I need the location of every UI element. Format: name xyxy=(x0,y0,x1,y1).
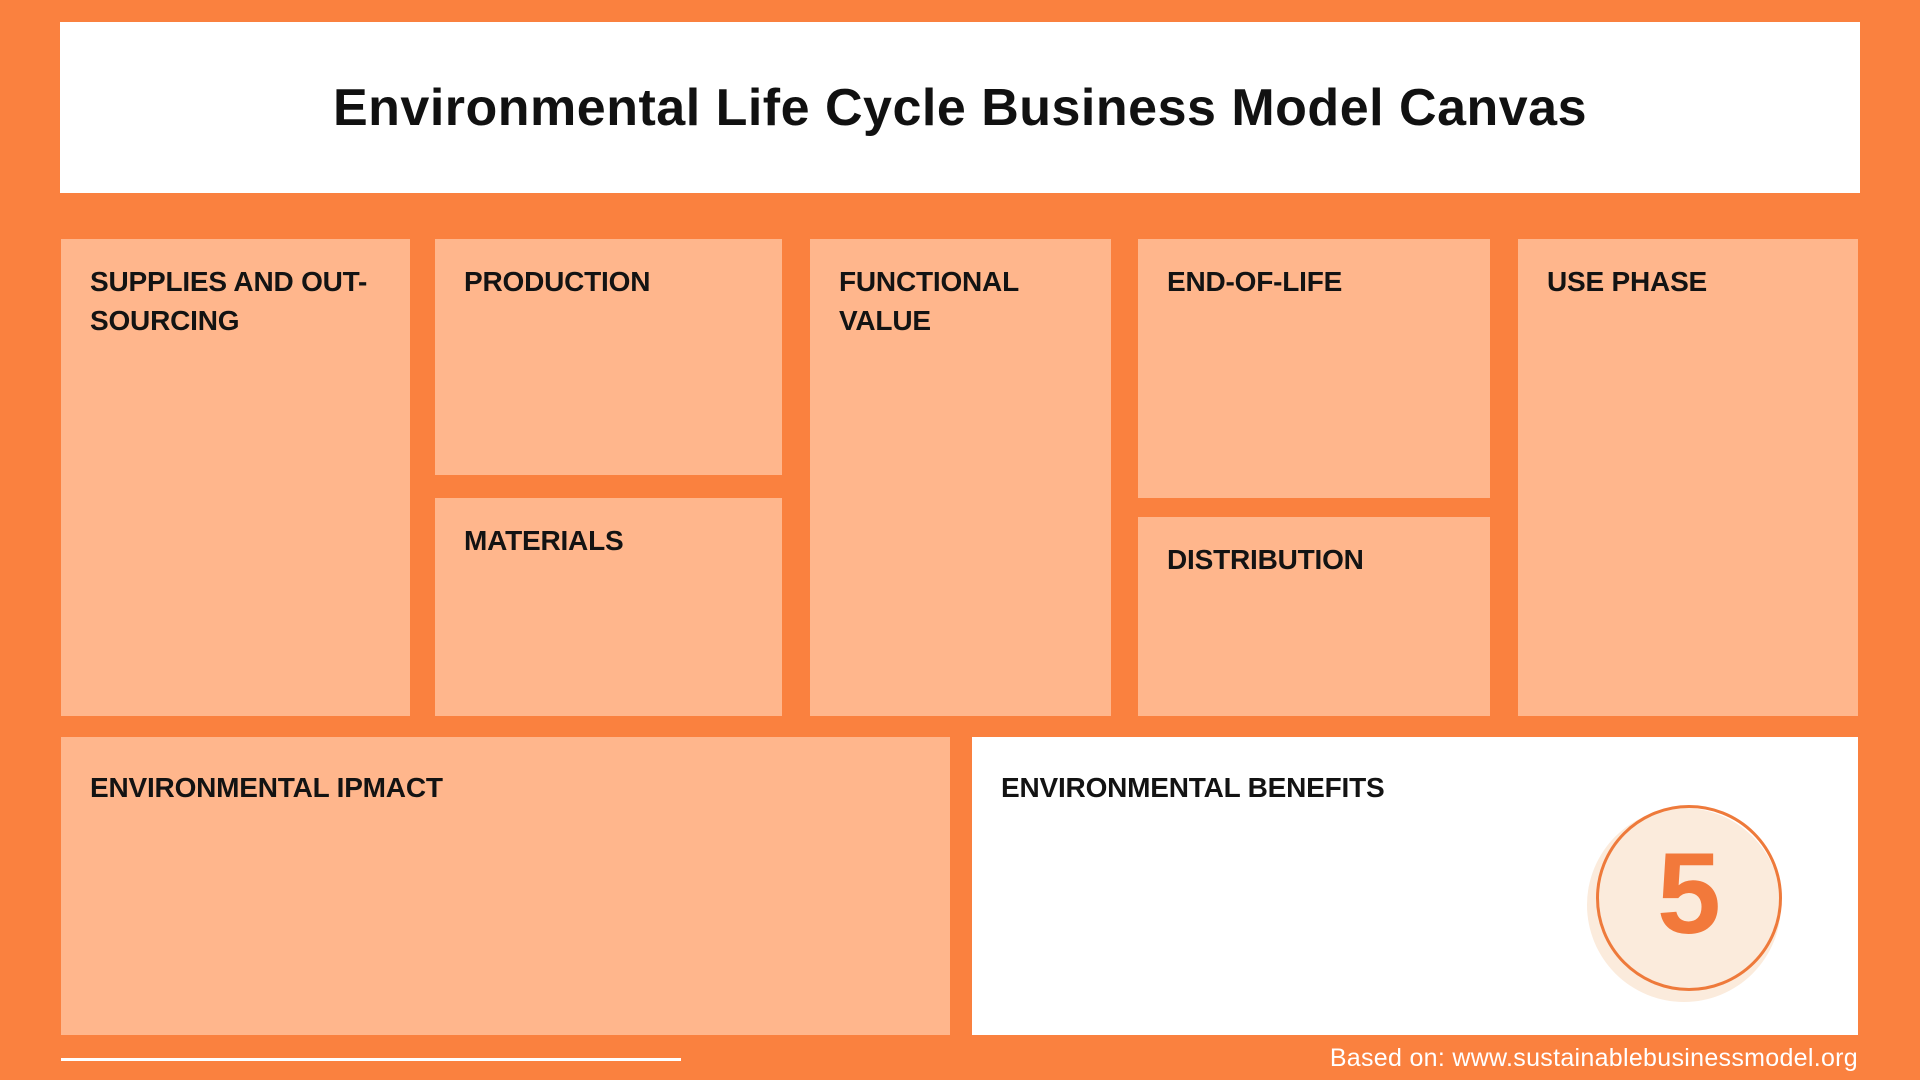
section-label: USE PHASE xyxy=(1547,266,1708,297)
section-functional-value: FUNCTIONAL VALUE xyxy=(810,239,1111,716)
section-label: ENVIRONMENTAL IPMACT xyxy=(90,772,443,803)
section-materials: MATERIALS xyxy=(435,498,782,716)
section-environmental-impact: ENVIRONMENTAL IPMACT xyxy=(61,737,950,1035)
step-badge: 5 xyxy=(1587,805,1787,1005)
attribution-text: Based on: www.sustainablebusinessmodel.o… xyxy=(1329,1044,1858,1072)
section-label: MATERIALS xyxy=(464,525,624,556)
section-label: PRODUCTION xyxy=(464,266,651,297)
section-label: ENVIRONMENTAL BENEFITS xyxy=(1001,772,1385,803)
section-end-of-life: END-OF-LIFE xyxy=(1138,239,1490,498)
section-distribution: DISTRIBUTION xyxy=(1138,517,1490,716)
footer-divider-line xyxy=(61,1058,681,1061)
section-label: DISTRIBUTION xyxy=(1167,544,1364,575)
section-label: FUNCTIONAL VALUE xyxy=(839,266,1019,336)
section-label: END-OF-LIFE xyxy=(1167,266,1343,297)
title-bar: Environmental Life Cycle Business Model … xyxy=(60,22,1860,193)
badge-circle-ring: 5 xyxy=(1596,805,1782,991)
section-use-phase: USE PHASE xyxy=(1518,239,1858,716)
page-title: Environmental Life Cycle Business Model … xyxy=(332,78,1588,137)
section-supplies-and-out-sourcing: SUPPLIES AND OUT-SOURCING xyxy=(61,239,410,716)
section-label: SUPPLIES AND OUT-SOURCING xyxy=(90,266,368,336)
section-environmental-benefits: ENVIRONMENTAL BENEFITS 5 xyxy=(972,737,1858,1035)
section-production: PRODUCTION xyxy=(435,239,782,475)
badge-number: 5 xyxy=(1657,829,1721,958)
